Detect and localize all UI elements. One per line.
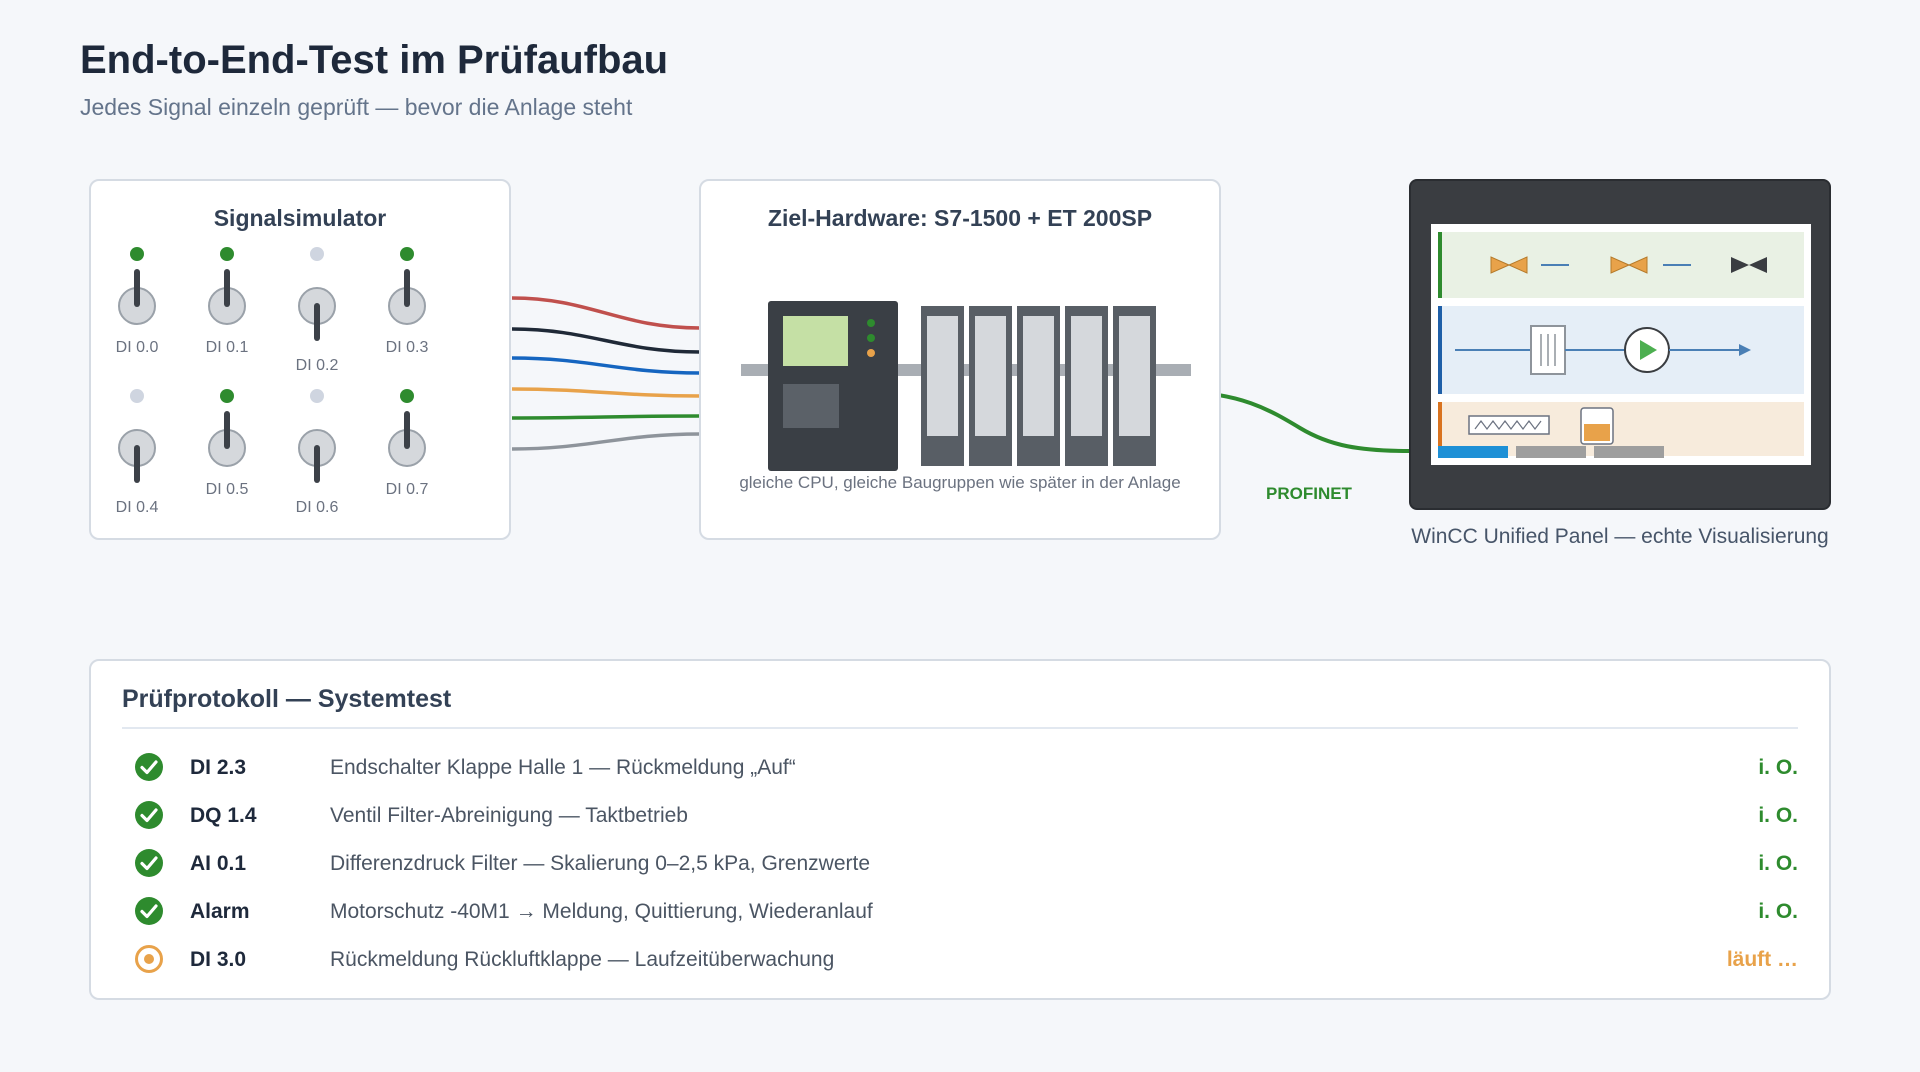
test-description: Rückmeldung Rückluftklappe — Laufzeitübe… [330, 948, 835, 971]
in-progress-icon [135, 945, 163, 973]
plc-rack [741, 301, 1191, 471]
hmi-visualization [1438, 232, 1804, 458]
signal-wire [511, 296, 701, 330]
status-led [130, 389, 144, 403]
switch-label: DI 0.4 [115, 499, 159, 516]
status-bar-active [1438, 446, 1508, 458]
signal-code: DQ 1.4 [190, 804, 257, 827]
status-led [130, 247, 144, 261]
test-description: Motorschutz -40M1 → Meldung, Quittierung… [330, 900, 873, 923]
wincc-panel [1409, 179, 1831, 510]
switch-label: DI 0.6 [295, 499, 339, 516]
status-led [310, 247, 324, 261]
test-description: Endschalter Klappe Halle 1 — Rückmeldung… [330, 756, 796, 779]
switch-label: DI 0.1 [205, 339, 249, 356]
protocol-divider [122, 727, 1798, 729]
switch-label: DI 0.3 [385, 339, 429, 356]
signal-code: DI 2.3 [190, 756, 247, 779]
test-description: Ventil Filter-Abreinigung — Taktbetrieb [330, 804, 688, 827]
cpu-led-maint [867, 349, 875, 357]
heater-icon [1468, 415, 1550, 435]
cpu-display [783, 316, 848, 366]
test-status: i. O. [1758, 900, 1798, 923]
toggle-lever [314, 303, 320, 341]
profinet-label: PROFINET [1266, 484, 1352, 503]
io-module [1113, 306, 1156, 466]
toggle-lever [404, 411, 410, 449]
cpu-led-run [867, 319, 875, 327]
io-module [969, 306, 1012, 466]
panel-label: WinCC Unified Panel — echte Visualisieru… [1411, 525, 1829, 548]
toggle-lever [404, 269, 410, 307]
signal-wire [511, 327, 701, 354]
protocol-row: DI 2.3 Endschalter Klappe Halle 1 — Rückm… [122, 748, 1798, 788]
toggle-lever [134, 445, 140, 483]
hardware-title: Ziel-Hardware: S7-1500 + ET 200SP [767, 205, 1153, 231]
test-description: Differenzdruck Filter — Skalierung 0–2,5… [330, 852, 871, 875]
protocol-row: DI 3.0 Rückmeldung Rückluftklappe — Laufz… [122, 940, 1798, 980]
et200sp-modules [921, 306, 1156, 466]
damper-icon [1610, 256, 1648, 274]
switch-label: DI 0.0 [115, 339, 159, 356]
status-led [400, 247, 414, 261]
protocol-title: Prüfprotokoll — Systemtest [122, 685, 452, 713]
status-bar [1516, 446, 1586, 458]
cpu-led-ok [867, 334, 875, 342]
test-status: i. O. [1758, 804, 1798, 827]
toggle-lever [224, 269, 230, 307]
io-module [1017, 306, 1060, 466]
check-circle-icon [135, 897, 163, 925]
switch-label: DI 0.5 [205, 481, 249, 498]
test-protocol-card [89, 659, 1831, 1000]
status-led [400, 389, 414, 403]
status-led [220, 247, 234, 261]
page-subtitle: Jedes Signal einzeln geprüft — bevor die… [80, 94, 633, 120]
signal-wire [511, 414, 701, 420]
status-led [310, 389, 324, 403]
hardware-card: Ziel-Hardware: S7-1500 + ET 200SP gleich… [699, 179, 1221, 540]
switch-label: DI 0.7 [385, 481, 429, 498]
io-module [1065, 306, 1108, 466]
signal-simulator-card: Signalsimulator DI 0.0 DI 0.1 DI 0.2 DI 0.3… [89, 179, 511, 540]
io-module [921, 306, 964, 466]
signal-wire [511, 356, 701, 375]
test-status: i. O. [1758, 756, 1798, 779]
cpu-s7-1500 [768, 301, 898, 471]
signal-wire [511, 387, 701, 398]
protocol-row: AI 0.1 Differenzdruck Filter — Skalierung… [122, 844, 1798, 884]
status-led [220, 389, 234, 403]
check-circle-icon [135, 801, 163, 829]
test-status: i. O. [1758, 852, 1798, 875]
signal-code: Alarm [190, 900, 250, 923]
flow-arrow-icon [1739, 344, 1751, 356]
page-title: End-to-End-Test im Prüfaufbau [80, 38, 669, 82]
check-circle-icon [135, 849, 163, 877]
toggle-lever [314, 445, 320, 483]
signal-code: AI 0.1 [190, 852, 247, 875]
signal-code: DI 3.0 [190, 948, 247, 971]
toggle-lever [224, 411, 230, 449]
damper-icon [1490, 256, 1528, 274]
protocol-row: Alarm Motorschutz -40M1 → Meldung, Quitti… [122, 892, 1798, 932]
signal-wire [511, 432, 701, 451]
check-circle-icon [135, 753, 163, 781]
panel-screen [1431, 224, 1811, 465]
toggle-lever [134, 269, 140, 307]
simulator-title: Signalsimulator [213, 205, 387, 231]
damper-closed-icon [1731, 257, 1767, 273]
hardware-note: gleiche CPU, gleiche Baugruppen wie spät… [739, 473, 1181, 492]
test-status: läuft … [1726, 948, 1798, 971]
protocol-row: DQ 1.4 Ventil Filter-Abreinigung — Taktbe… [122, 796, 1798, 836]
switch-label: DI 0.2 [295, 357, 339, 374]
status-bar [1594, 446, 1664, 458]
